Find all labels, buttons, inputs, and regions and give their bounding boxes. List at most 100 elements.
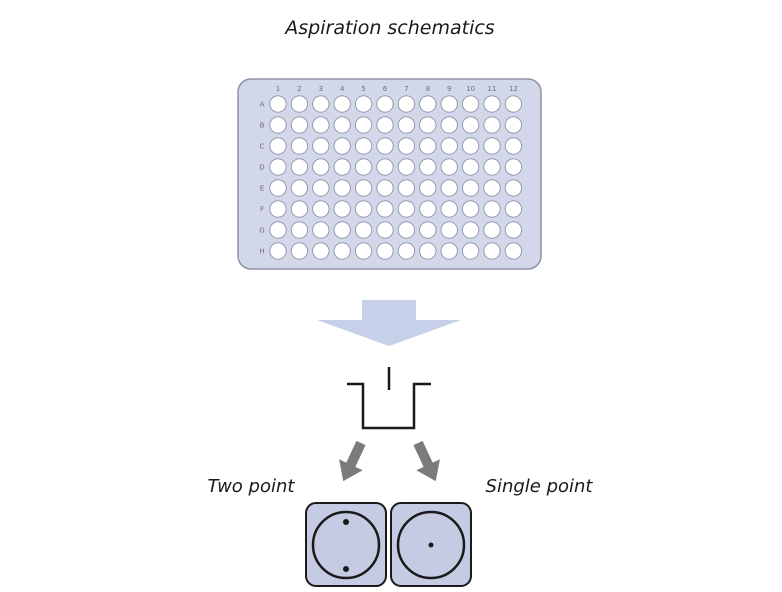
- well: [269, 137, 287, 155]
- well: [290, 137, 309, 155]
- column-label: 10: [466, 85, 475, 93]
- single-point-well-circle: [396, 510, 466, 580]
- well: [312, 158, 330, 176]
- well: [333, 242, 351, 260]
- well: [290, 179, 309, 197]
- well: [461, 242, 480, 260]
- well: [376, 95, 394, 113]
- well: [440, 221, 458, 239]
- well: [333, 116, 351, 134]
- well: [333, 137, 351, 155]
- row-label: C: [260, 143, 265, 151]
- right-arrow-icon: [413, 440, 440, 482]
- left-arrow-icon: [339, 440, 366, 482]
- column-label: 9: [447, 85, 451, 93]
- well: [419, 200, 437, 218]
- well: [483, 179, 501, 197]
- aspiration-point-bottom: [343, 566, 349, 572]
- well: [504, 179, 523, 197]
- well: [397, 137, 416, 155]
- well: [419, 242, 437, 260]
- well: [312, 95, 330, 113]
- well: [397, 116, 416, 134]
- well: [312, 200, 330, 218]
- well: [354, 137, 373, 155]
- two-point-well: [305, 502, 387, 587]
- well: [290, 95, 309, 113]
- two-point-label: Two point: [208, 476, 296, 497]
- well: [397, 158, 416, 176]
- well: [269, 95, 287, 113]
- plate-wells: [269, 95, 523, 260]
- well: [504, 221, 523, 239]
- well: [461, 158, 480, 176]
- column-label: 5: [361, 85, 365, 93]
- well-cross-section: [347, 382, 431, 430]
- column-label: 8: [426, 85, 430, 93]
- well: [440, 200, 458, 218]
- well: [397, 95, 416, 113]
- well: [419, 137, 437, 155]
- well: [376, 179, 394, 197]
- well: [354, 179, 373, 197]
- well: [333, 200, 351, 218]
- well: [376, 116, 394, 134]
- well: [376, 137, 394, 155]
- well: [483, 221, 501, 239]
- well: [354, 158, 373, 176]
- aspiration-point-center: [428, 542, 434, 548]
- well: [440, 137, 458, 155]
- well: [354, 95, 373, 113]
- row-label: A: [260, 101, 265, 109]
- well: [397, 200, 416, 218]
- well: [354, 242, 373, 260]
- well: [269, 221, 287, 239]
- column-label: 3: [319, 85, 323, 93]
- two-point-well-circle: [311, 510, 381, 580]
- well: [419, 158, 437, 176]
- well: [504, 200, 523, 218]
- well: [269, 179, 287, 197]
- well: [354, 200, 373, 218]
- well: [354, 221, 373, 239]
- well: [333, 158, 351, 176]
- well: [440, 179, 458, 197]
- row-label: B: [260, 122, 265, 130]
- well: [440, 242, 458, 260]
- well: [504, 116, 523, 134]
- well: [504, 95, 523, 113]
- well: [312, 179, 330, 197]
- well: [312, 221, 330, 239]
- well: [333, 221, 351, 239]
- well: [290, 200, 309, 218]
- well: [290, 116, 309, 134]
- well: [312, 242, 330, 260]
- well: [290, 221, 309, 239]
- well: [461, 179, 480, 197]
- well: [483, 137, 501, 155]
- column-label: 11: [488, 85, 497, 93]
- well: [461, 137, 480, 155]
- well: [376, 200, 394, 218]
- well: [312, 137, 330, 155]
- well: [269, 116, 287, 134]
- column-label: 4: [340, 85, 345, 93]
- aspiration-point-top: [343, 519, 349, 525]
- well: [504, 158, 523, 176]
- well: [461, 95, 480, 113]
- down-arrow-icon: [317, 300, 461, 346]
- well: [483, 116, 501, 134]
- well: [483, 200, 501, 218]
- well: [269, 242, 287, 260]
- well: [376, 242, 394, 260]
- well: [354, 116, 373, 134]
- well: [376, 158, 394, 176]
- well: [483, 95, 501, 113]
- well: [483, 242, 501, 260]
- well: [461, 116, 480, 134]
- diagram-title: Aspiration schematics: [283, 17, 495, 39]
- single-point-well: [390, 502, 472, 587]
- well: [419, 221, 437, 239]
